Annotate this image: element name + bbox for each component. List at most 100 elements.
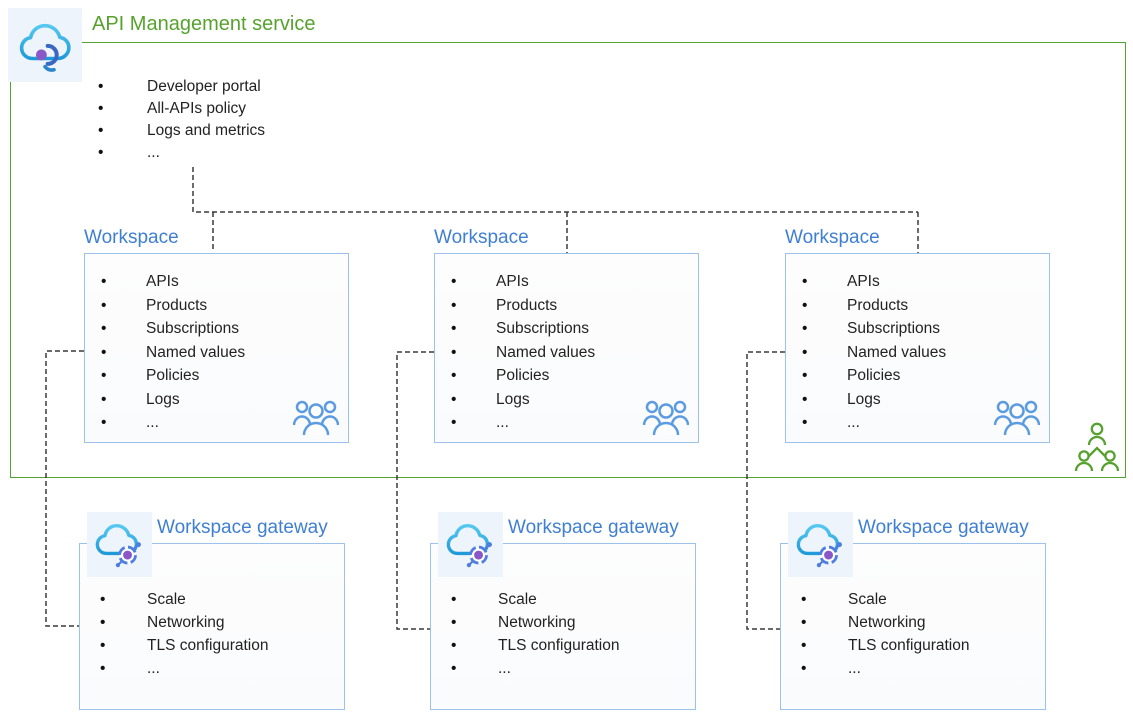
list-item-label: Networking: [848, 614, 926, 631]
list-item-label: ...: [496, 414, 509, 431]
list-item: •Subscriptions: [451, 317, 698, 341]
bullet-icon: •: [451, 660, 457, 677]
bullet-icon: •: [451, 591, 457, 608]
bullet-icon: •: [101, 296, 107, 314]
bullet-icon: •: [451, 343, 457, 361]
gateway-cloud-icon: [446, 523, 492, 567]
list-item-label: Logs: [146, 390, 180, 408]
bullet-icon: •: [802, 343, 808, 361]
bullet-icon: •: [101, 390, 107, 408]
list-item: •TLS configuration: [801, 634, 1045, 657]
bullet-icon: •: [100, 660, 106, 677]
bullet-icon: •: [100, 637, 106, 654]
team-people-icon: [293, 400, 339, 436]
workspace-gateway-icon: [788, 512, 853, 577]
list-item: • Named values: [101, 341, 348, 365]
bullet-icon: •: [801, 591, 807, 608]
list-item: •APIs: [802, 270, 1049, 294]
list-item-label: TLS configuration: [147, 637, 269, 654]
list-item-label: All-APIs policy: [147, 100, 247, 117]
list-item-label: APIs: [496, 273, 529, 290]
list-item: •...: [451, 411, 698, 435]
service-feature-list: •Developer portal•All-APIs policy•Logs a…: [82, 76, 265, 164]
list-item: • Products: [101, 294, 348, 318]
list-item-label: Policies: [847, 367, 901, 384]
workspace-gateway-icon: [87, 512, 152, 577]
list-item: •Networking: [100, 611, 344, 634]
bullet-icon: •: [801, 660, 807, 677]
bullet-icon: •: [451, 273, 457, 290]
list-item: •...: [101, 411, 348, 435]
list-item-label: Policies: [146, 367, 200, 384]
workspace-3-box: •APIs•Products•Subscriptions•Named value…: [785, 253, 1050, 443]
list-item-label: Logs: [847, 390, 881, 408]
list-item: • Products: [451, 294, 698, 318]
bullet-icon: •: [802, 320, 808, 337]
workspace-2-title: Workspace: [434, 227, 529, 248]
list-item: •Policies: [101, 364, 348, 388]
bullet-icon: •: [451, 367, 457, 384]
list-item: • Subscriptions: [101, 317, 348, 341]
service-title: API Management service: [92, 13, 316, 35]
list-item-label: ...: [147, 660, 160, 677]
api-management-cloud-icon: [19, 23, 71, 72]
bullet-icon: •: [451, 390, 457, 408]
org-people-icon: [1074, 422, 1120, 472]
list-item-label: Named values: [146, 343, 246, 361]
list-item-label: Products: [496, 296, 558, 314]
list-item-label: ...: [848, 660, 861, 677]
list-item-label: Logs: [496, 390, 530, 408]
list-item-label: ...: [498, 660, 511, 677]
gateway-1-feature-list: •Scale•Networking•TLS configuration•...: [80, 544, 344, 680]
list-item-label: Products: [146, 296, 208, 314]
list-item-label: Scale: [848, 591, 887, 608]
bullet-icon: •: [101, 414, 107, 431]
gateway-3-title: Workspace gateway: [858, 517, 1029, 538]
workspace-1-box: • APIs • Products • Subscriptions • Named value…: [84, 253, 349, 443]
list-item-label: Subscriptions: [146, 320, 240, 337]
list-item-label: APIs: [847, 273, 880, 290]
gateway-2: Workspace gateway •Scale•Networking•TLS …: [430, 512, 696, 710]
list-item: •TLS configuration: [451, 634, 695, 657]
list-item: • APIs: [101, 270, 348, 294]
list-item-label: Policies: [496, 367, 550, 384]
list-item: •...: [82, 142, 265, 164]
bullet-icon: •: [802, 390, 808, 408]
list-item: • Products: [802, 294, 1049, 318]
list-item: •Networking: [801, 611, 1045, 634]
workspace-2: Workspace •APIs•Products•Subscriptions•N…: [434, 227, 699, 443]
list-item: • Subscriptions: [802, 317, 1049, 341]
bullet-icon: •: [100, 614, 106, 631]
list-item: • APIs: [451, 270, 698, 294]
list-item: •...: [802, 411, 1049, 435]
bullet-icon: •: [101, 320, 107, 337]
list-item-label: APIs: [146, 273, 179, 290]
list-item-label: ...: [847, 414, 860, 431]
api-management-icon: [8, 8, 82, 82]
workspace-gateway-icon: [438, 512, 503, 577]
list-item: •Developer portal: [82, 76, 265, 98]
bullet-icon: •: [451, 296, 457, 314]
list-item-label: Logs and metrics: [147, 122, 266, 139]
bullet-icon: •: [802, 367, 808, 384]
list-item: • Scale: [801, 588, 1045, 611]
bullet-icon: •: [101, 343, 107, 361]
list-item-label: Networking: [498, 614, 576, 631]
list-item: •All-APIs policy: [82, 98, 265, 120]
list-item-label: Developer portal: [147, 78, 261, 95]
bullet-icon: •: [101, 273, 107, 290]
bullet-icon: •: [802, 296, 808, 314]
list-item-label: Scale: [147, 591, 186, 608]
gateway-1: Workspace gateway •Scale•Networking•TLS …: [79, 512, 345, 710]
bullet-icon: •: [451, 320, 457, 337]
list-item-label: Subscriptions: [847, 320, 941, 337]
api-management-service-box: [10, 42, 1126, 478]
gateway-2-title: Workspace gateway: [508, 517, 679, 538]
list-item: • Logs: [101, 388, 348, 412]
list-item: •Scale: [100, 588, 344, 611]
workspace-2-feature-list: •APIs•Products•Subscriptions•Named value…: [435, 254, 698, 435]
list-item-label: Products: [847, 296, 909, 314]
gateway-1-title: Workspace gateway: [157, 517, 328, 538]
list-item: • Logs: [451, 388, 698, 412]
list-item: •Networking: [451, 611, 695, 634]
